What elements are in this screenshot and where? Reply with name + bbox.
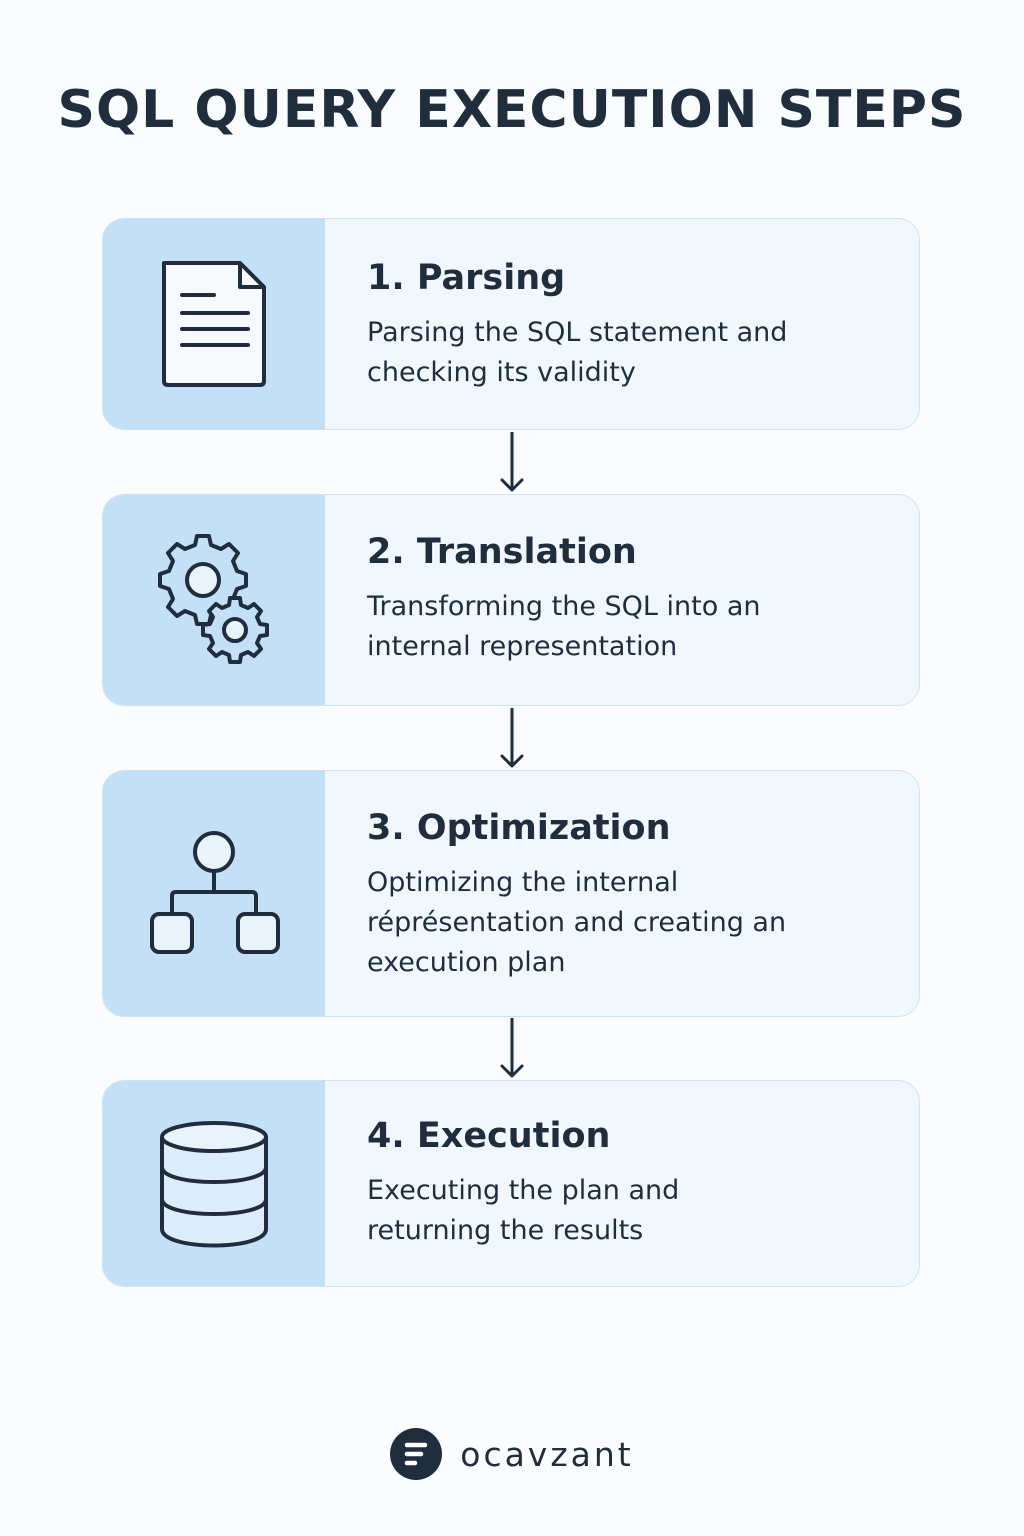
step-card-parsing: 1. Parsing Parsing the SQL statement and… — [102, 218, 920, 430]
arrow-down-icon — [500, 1018, 524, 1078]
hierarchy-icon — [150, 830, 280, 954]
step-icon-panel — [103, 771, 325, 1016]
step-card-translation: 2. Translation Transforming the SQL into… — [102, 494, 920, 706]
step-description: Transforming the SQL into an internal re… — [367, 591, 761, 662]
step-description: Optimizing the internal réprésentation a… — [367, 867, 787, 978]
step-description: Parsing the SQL statement and checking i… — [367, 317, 788, 388]
document-icon — [162, 261, 266, 387]
step-title: 3. Optimization — [367, 808, 671, 848]
database-icon — [160, 1120, 268, 1247]
brand-logo-icon — [390, 1428, 443, 1480]
step-card-execution: 4. Execution Executing the plan and retu… — [102, 1080, 920, 1287]
step-description: Executing the plan and returning the res… — [367, 1175, 680, 1246]
step-title: 4. Execution — [367, 1116, 611, 1156]
gears-icon — [158, 534, 269, 664]
step-title: 2. Translation — [367, 532, 637, 572]
step-icon-panel — [103, 219, 325, 429]
brand-name: ocavzant — [460, 1434, 634, 1474]
step-title: 1. Parsing — [367, 258, 566, 298]
step-card-optimization: 3. Optimization Optimizing the internal … — [102, 770, 920, 1017]
step-icon-panel — [103, 1081, 325, 1286]
arrow-down-icon — [500, 432, 524, 492]
footer-brand: ocavzant — [0, 1426, 1024, 1482]
page-title: SQL QUERY EXECUTION STEPS — [57, 80, 967, 140]
arrow-down-icon — [500, 708, 524, 768]
step-icon-panel — [103, 495, 325, 705]
